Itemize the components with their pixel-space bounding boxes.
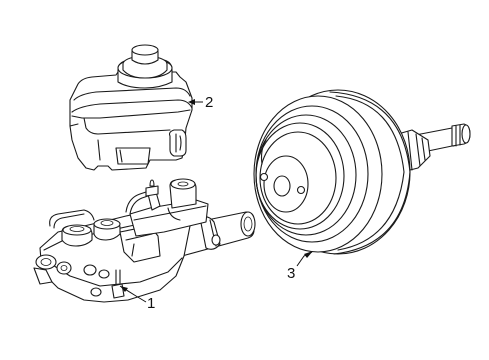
reservoir xyxy=(69,44,193,171)
callout-label-1: 1 xyxy=(147,295,155,312)
master-cylinder xyxy=(33,178,256,303)
callout-2: 2 xyxy=(188,94,213,111)
callout-3: 3 xyxy=(287,251,313,282)
callout-label-2: 2 xyxy=(205,94,213,111)
brake-booster xyxy=(253,89,471,255)
callout-1: 1 xyxy=(119,285,155,312)
callout-label-3: 3 xyxy=(287,265,295,282)
